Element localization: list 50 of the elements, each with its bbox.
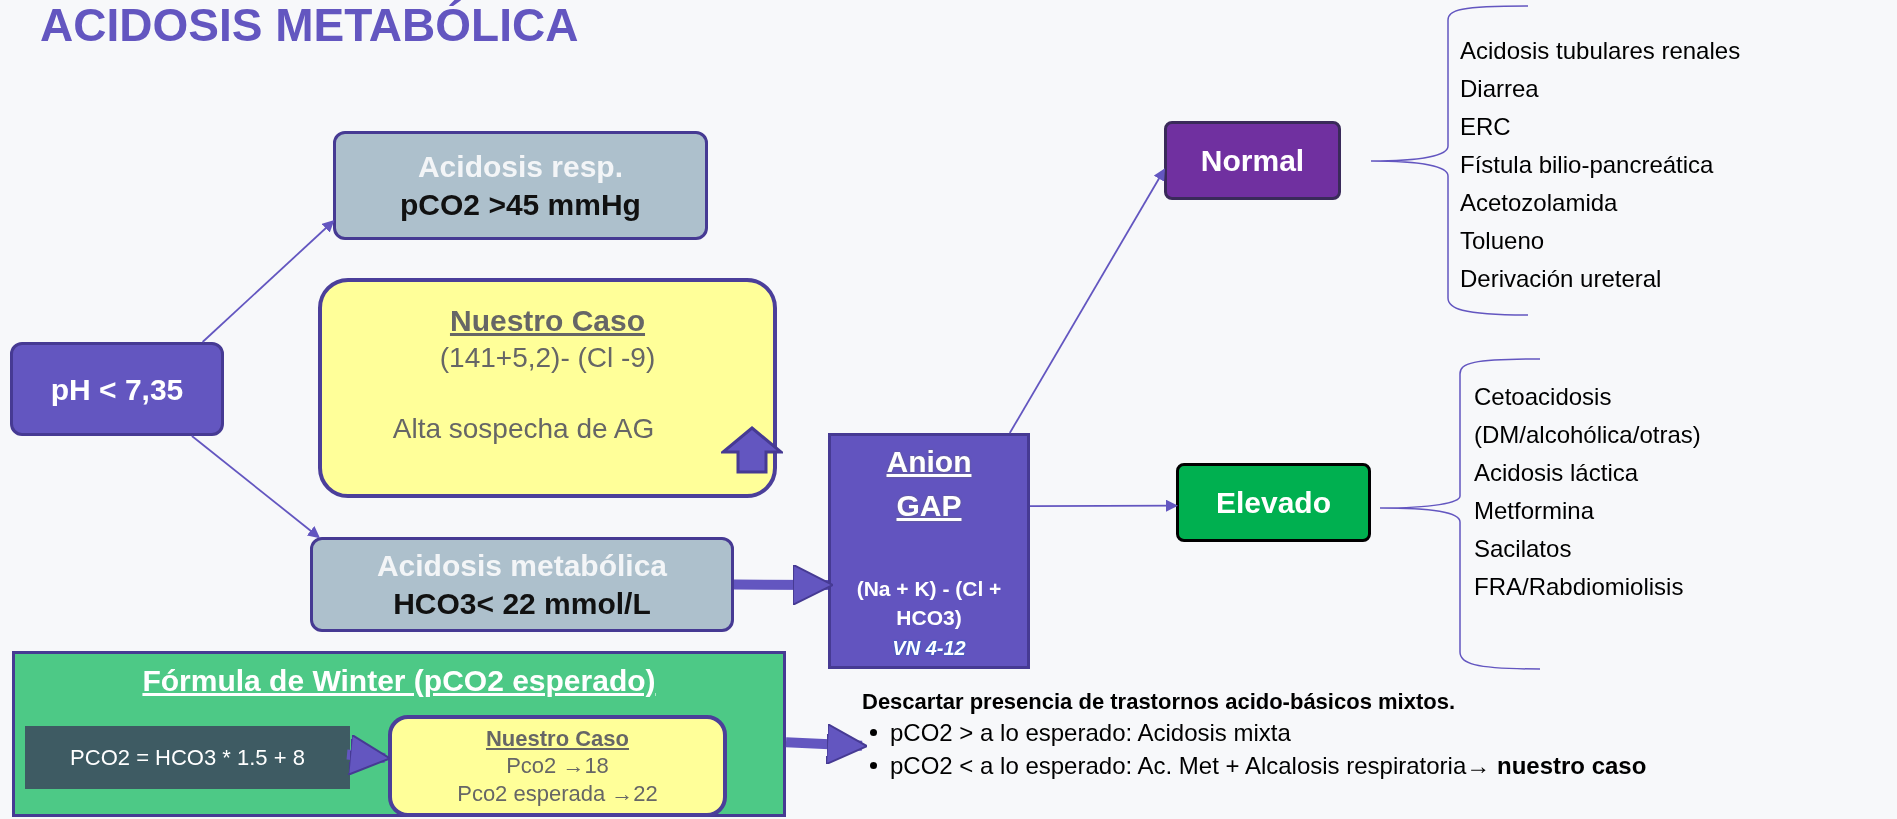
- node-label: HCO3< 22 mmol/L: [393, 585, 651, 622]
- formula-text: (141+5,2)- (Cl -9): [439, 340, 656, 375]
- list-item: Tolueno: [1460, 226, 1546, 256]
- list-item: Acidosis tubulares renales: [1460, 36, 1742, 66]
- result-box: [310, 537, 734, 632]
- formula-panel: [12, 651, 786, 817]
- list-item: FRA/Rabdiomiolisis: [1474, 572, 1685, 602]
- bullet-item: pCO2 < a lo esperado: Ac. Met + Alcalosis respiratoria→ nuestro caso: [890, 750, 1647, 781]
- block-arrow: [785, 723, 868, 766]
- node-label: Elevado: [1215, 485, 1332, 521]
- arrow: [1008, 168, 1165, 434]
- node-label: pH < 7,35: [50, 371, 184, 408]
- bullet-item: pCO2 > a lo esperado: Acidosis mixta: [890, 717, 1291, 748]
- note-box: [388, 715, 727, 817]
- list-item: Cetoacidosis (DM/alcohólica/otras): [1474, 382, 1702, 450]
- block-arrow: [733, 563, 834, 606]
- list-item: ERC: [1460, 112, 1512, 142]
- node-label: pCO2 >45 mmHg: [400, 186, 641, 223]
- node-heading: Acidosis metabólica: [376, 548, 668, 584]
- node-heading: Acidosis resp.: [417, 149, 624, 185]
- arrow: [191, 435, 321, 539]
- list-item: Acetozolamida: [1460, 188, 1619, 218]
- list-item: Diarrea: [1460, 74, 1540, 104]
- formula-text: PCO2 = HCO3 * 1.5 + 8: [70, 744, 305, 772]
- node-label: Normal: [1200, 143, 1305, 179]
- formula-box: [25, 726, 350, 789]
- node-heading: Nuestro Caso: [485, 724, 629, 753]
- arrow: [1029, 499, 1178, 512]
- formula-text: (Na + K) - (Cl + HCO3): [855, 576, 1003, 631]
- arrow: [201, 220, 335, 343]
- node-heading: Nuestro Caso: [449, 303, 645, 339]
- formula-box: [828, 433, 1030, 669]
- list-item: Metformina: [1474, 496, 1596, 526]
- list-item: Fístula bilio-pancreática: [1460, 150, 1715, 180]
- reference-text: VN 4-12: [892, 635, 966, 661]
- decision-box: [10, 342, 224, 436]
- list-item: Sacilatos: [1474, 534, 1573, 564]
- list-item: Derivación ureteral: [1460, 264, 1663, 294]
- node-heading: Anion GAP: [885, 444, 973, 524]
- result-box: [333, 131, 708, 240]
- category-box: [1164, 121, 1341, 200]
- page-title: ACIDOSIS METABÓLICA: [40, 2, 579, 48]
- note-heading: Descartar presencia de trastornos acido-básicos mixtos.: [862, 688, 1456, 716]
- note-text: Alta sospecha de AG: [392, 411, 656, 446]
- value-text: Pco2 esperada →22: [457, 779, 658, 808]
- category-box: [1176, 463, 1371, 542]
- block-arrow: [346, 733, 391, 776]
- value-text: Pco2 →18: [506, 752, 609, 780]
- panel-heading: Fórmula de Winter (pCO2 esperado): [142, 663, 656, 699]
- list-item: Acidosis láctica: [1474, 458, 1640, 488]
